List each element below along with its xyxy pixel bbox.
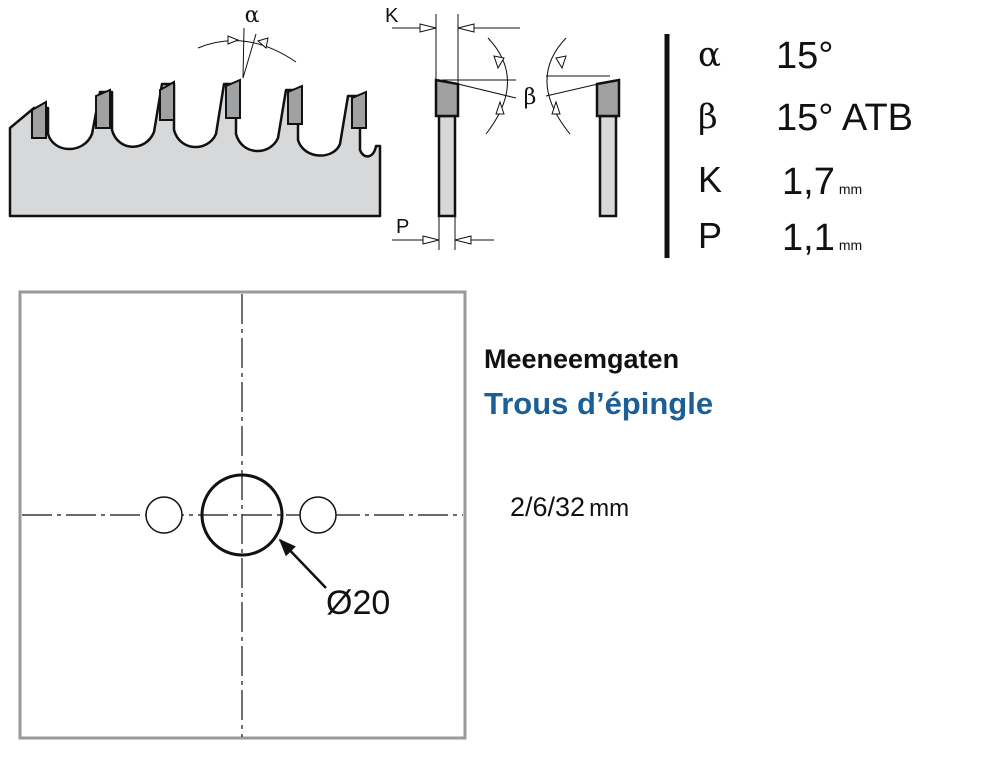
- alpha-label: α: [245, 3, 260, 28]
- beta-indicator: [442, 37, 610, 135]
- spec-value-p-number: 1,1: [782, 217, 835, 259]
- spec-symbol-alpha: α: [698, 35, 721, 75]
- spec-value-beta: 15° ATB: [776, 97, 913, 139]
- pinhole-spec-value: 2/6/32: [510, 492, 585, 522]
- tooth-cross-section: K P β: [385, 5, 621, 250]
- bore-hole: [200, 473, 284, 557]
- pinhole-right: [299, 496, 337, 534]
- spec-symbol-k: K: [698, 159, 722, 200]
- tooth-tip-5: [287, 84, 303, 125]
- tooth-tip-3: [159, 80, 175, 121]
- blade-profile: α: [8, 3, 382, 218]
- tooth-tip-6: [351, 90, 367, 129]
- alpha-indicator: [197, 27, 297, 79]
- spec-symbol-beta: β: [698, 97, 718, 137]
- tooth-carbide-left: [434, 78, 460, 118]
- pinhole-title-fr: Trous d’épingle: [484, 386, 713, 421]
- k-label: K: [385, 5, 399, 27]
- spec-value-alpha: 15°: [776, 35, 833, 77]
- bore-drawing: Ø20: [18, 290, 467, 740]
- tooth-tip-4: [225, 78, 241, 119]
- pinhole-spec-unit: mm: [589, 495, 629, 522]
- tooth-tip-2: [95, 88, 111, 129]
- spec-symbol-p: P: [698, 215, 722, 256]
- p-dimension: [392, 216, 494, 250]
- pinhole-left: [145, 496, 183, 534]
- beta-label: β: [524, 85, 537, 110]
- blade-body: [8, 82, 382, 218]
- p-label: P: [396, 216, 409, 238]
- pinhole-title-nl: Meeneemgaten: [484, 344, 679, 374]
- tooth-body-right: [598, 114, 618, 218]
- tooth-carbide-right: [595, 78, 621, 118]
- diameter-leader-arrow: [278, 538, 327, 589]
- spec-unit-k: mm: [839, 181, 862, 197]
- spec-unit-p: mm: [839, 237, 862, 253]
- bore-diameter-label: Ø20: [326, 584, 390, 622]
- spec-value-k-number: 1,7: [782, 161, 835, 203]
- tooth-body-left: [437, 114, 457, 218]
- k-dimension: [392, 14, 520, 84]
- tooth-tip-1: [31, 100, 47, 139]
